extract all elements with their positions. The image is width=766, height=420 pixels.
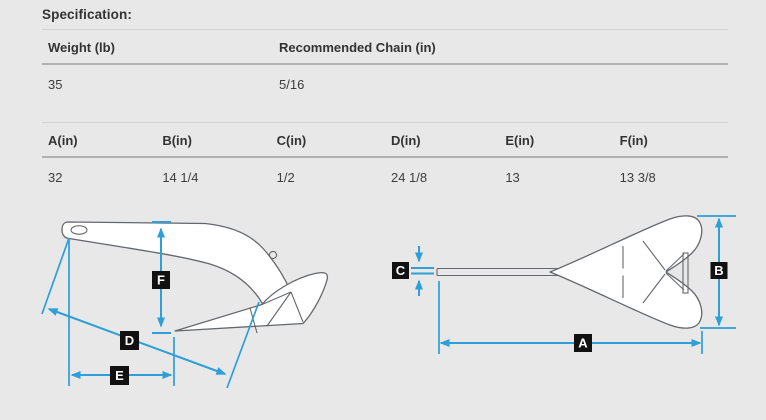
anchor-fluke-outline: [174, 271, 329, 332]
anchor-side-view: F D E: [41, 221, 329, 389]
dim-label-a: A: [574, 334, 592, 352]
anchor-fluke-top-outline: [549, 215, 703, 329]
section-heading: Specification:: [42, 7, 132, 22]
anchor-dimension-diagrams: F D E: [41, 215, 736, 389]
chain-value-cell: 5/16: [279, 77, 305, 92]
dim-label-d: D: [120, 331, 139, 350]
table-header-row: Weight (lb) Recommended Chain (in): [42, 29, 728, 65]
dim-a-header-cell: A(in): [42, 122, 157, 158]
chain-header-cell: Recommended Chain (in): [273, 29, 728, 65]
svg-text:F: F: [157, 273, 165, 288]
table-header-row: A(in) B(in) C(in) D(in) E(in) F(in): [42, 122, 728, 158]
svg-text:C: C: [396, 263, 406, 278]
dim-e-header-cell: E(in): [499, 122, 614, 158]
extension-lines-b: [697, 215, 736, 329]
anchor-shank-outline: [61, 221, 292, 306]
dim-f-value-cell: 13 3/8: [619, 170, 656, 185]
dim-b-header-cell: B(in): [156, 122, 271, 158]
shackle-slot-hole: [70, 225, 88, 235]
dim-b-value-cell: 14 1/4: [162, 170, 199, 185]
table-row: 32 14 1/4 1/2 24 1/8 13 13 3/8: [42, 157, 728, 198]
dimensions-table: A(in) B(in) C(in) D(in) E(in) F(in) 32 1…: [42, 122, 728, 198]
dim-e-value-cell: 13: [505, 170, 520, 185]
fluke-facet-lines: [249, 291, 304, 334]
weight-chain-table: Weight (lb) Recommended Chain (in) 35 5/…: [42, 29, 728, 105]
weight-header-cell: Weight (lb): [42, 29, 273, 65]
dim-c-value-cell: 1/2: [276, 170, 295, 185]
weight-value-cell: 35: [48, 77, 63, 92]
dim-label-e: E: [110, 366, 129, 385]
dim-label-c: C: [392, 262, 409, 279]
dim-d-value-cell: 24 1/8: [390, 170, 428, 185]
dim-label-f: F: [152, 271, 170, 289]
dim-f-header-cell: F(in): [613, 122, 728, 158]
table-row: 35 5/16: [42, 64, 728, 105]
dim-label-b: B: [710, 262, 728, 279]
fluke-top-facet-lines: [622, 240, 685, 304]
svg-text:D: D: [125, 333, 134, 348]
dim-d-header-cell: D(in): [384, 122, 500, 158]
dim-c-header-cell: C(in): [270, 122, 385, 158]
dimension-c-edge-lines: [411, 267, 434, 275]
fluke-rear-bar: [682, 252, 689, 294]
shank-pin-hole: [268, 250, 278, 260]
svg-text:E: E: [115, 368, 124, 383]
svg-text:A: A: [578, 336, 588, 351]
svg-text:B: B: [714, 263, 723, 278]
extension-lines-a: [438, 281, 703, 354]
anchor-top-view: C A B: [392, 215, 736, 354]
spec-tables: Weight (lb) Recommended Chain (in) 35 5/…: [42, 29, 728, 198]
dim-a-value-cell: 32: [48, 170, 63, 185]
